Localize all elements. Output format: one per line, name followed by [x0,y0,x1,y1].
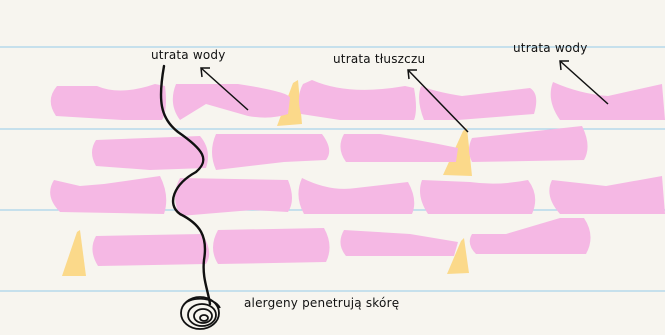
lipid-wedge [62,230,86,276]
corneocyte [469,126,588,162]
corneocyte [212,134,329,170]
corneocyte [299,80,416,120]
label-allergens: alergeny penetrują skórę [244,296,399,310]
cell-row-3 [50,176,665,216]
corneocyte [50,176,166,214]
corneocyte [173,84,290,120]
cell-row-1 [51,80,665,120]
corneocyte [213,228,330,264]
corneocyte [420,180,535,214]
cell-row-2 [92,126,588,170]
corneocyte [470,218,591,254]
corneocyte [551,82,665,120]
corneocyte [340,134,458,162]
corneocyte [175,178,292,216]
label-water-loss-1: utrata wody [151,48,226,62]
cell-row-4 [92,218,590,266]
label-water-loss-2: utrata wody [513,41,588,55]
allergen-scribble [181,297,220,329]
corneocyte [92,234,209,266]
corneocyte [419,86,536,120]
label-fat-loss: utrata tłuszczu [333,52,425,66]
corneocyte [51,84,166,120]
corneocyte [298,178,414,214]
corneocyte [549,176,665,214]
corneocyte [340,230,458,256]
